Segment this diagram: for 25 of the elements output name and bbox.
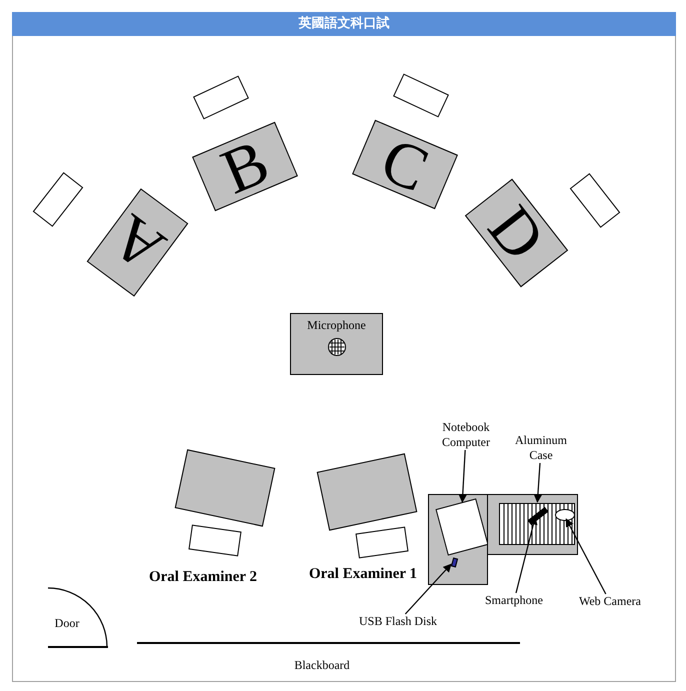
leader-line — [404, 564, 452, 614]
leader-line — [458, 450, 467, 503]
desk-letter: A — [100, 203, 176, 282]
leader-label: Smartphone — [484, 593, 544, 608]
desk-letter: B — [212, 128, 278, 204]
desk — [487, 494, 578, 555]
desk-label: Microphone — [307, 318, 366, 333]
chair — [188, 524, 242, 556]
title: 英國語文科口試 — [298, 14, 390, 34]
desk-letter: C — [372, 126, 438, 202]
leader-label: Web Camera — [578, 594, 642, 609]
text-label: Oral Examiner 2 — [148, 568, 258, 587]
leader-label: Aluminum Case — [514, 433, 568, 463]
chair — [356, 526, 408, 558]
web-camera — [555, 509, 575, 521]
leader-line — [534, 462, 542, 503]
desk — [428, 494, 488, 585]
leader-line — [566, 518, 606, 594]
text-label: Door — [54, 615, 80, 632]
text-label: Blackboard — [293, 657, 351, 674]
text-label: Oral Examiner 1 — [308, 565, 418, 584]
desk — [290, 313, 383, 375]
desk-letter: D — [477, 195, 556, 271]
leader-label: USB Flash Disk — [358, 614, 438, 629]
leader-label: Notebook Computer — [441, 420, 491, 450]
